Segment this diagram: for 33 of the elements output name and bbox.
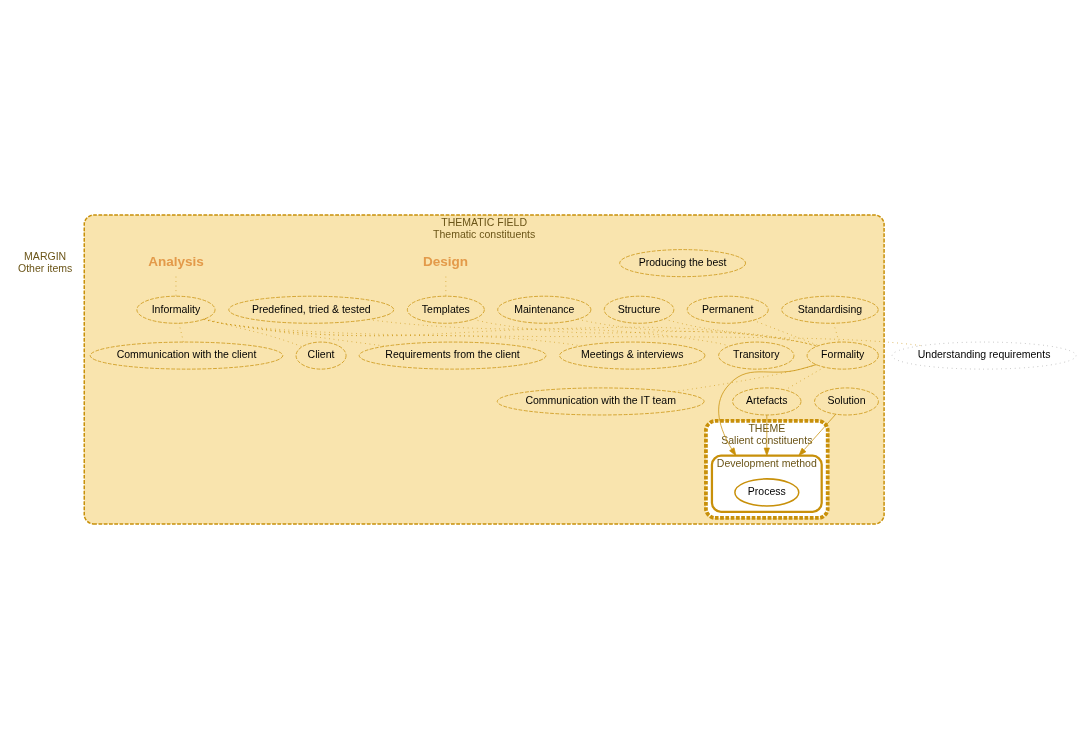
arrow: [763, 414, 770, 456]
node-ellipse: Communication with the IT team: [496, 387, 705, 415]
connector: [178, 322, 184, 342]
node-ellipse: Client: [295, 341, 347, 369]
node-ellipse: Solution: [814, 387, 879, 415]
node-ellipse: Templates: [406, 295, 485, 324]
connector: [472, 318, 818, 346]
node-ellipse: Meetings & interviews: [559, 341, 706, 369]
node-ellipse: Maintenance: [497, 295, 592, 324]
arrow: [718, 363, 817, 456]
connector: [368, 318, 818, 346]
node-ellipse: Requirements from the client: [358, 341, 547, 369]
connector: [577, 318, 818, 347]
node-ellipse: Informality: [136, 295, 216, 324]
node-ellipse: Communication with the client: [89, 341, 284, 369]
label: MARGIN: [24, 249, 67, 262]
node-text: Design: [422, 253, 468, 269]
connector: [672, 364, 817, 392]
connector: [203, 318, 730, 346]
node-ellipse: Artefacts: [732, 387, 802, 415]
node-ellipse: Formality: [806, 341, 879, 369]
node-ellipse: Predefined, tried & tested: [228, 295, 395, 324]
node-ellipse: Producing the best: [619, 248, 746, 277]
label: Other items: [17, 261, 73, 274]
connector: [833, 322, 840, 342]
connector: [203, 318, 582, 346]
node-ellipse: Structure: [603, 295, 675, 324]
node-text: Analysis: [148, 253, 204, 269]
node-ellipse: Permanent: [686, 295, 769, 324]
node-ellipse: Process: [734, 477, 800, 507]
node-ellipse: Standardising: [781, 295, 879, 324]
node-ellipse: Transitory: [718, 341, 795, 369]
node-ellipse: Understanding requirements: [891, 341, 1077, 369]
